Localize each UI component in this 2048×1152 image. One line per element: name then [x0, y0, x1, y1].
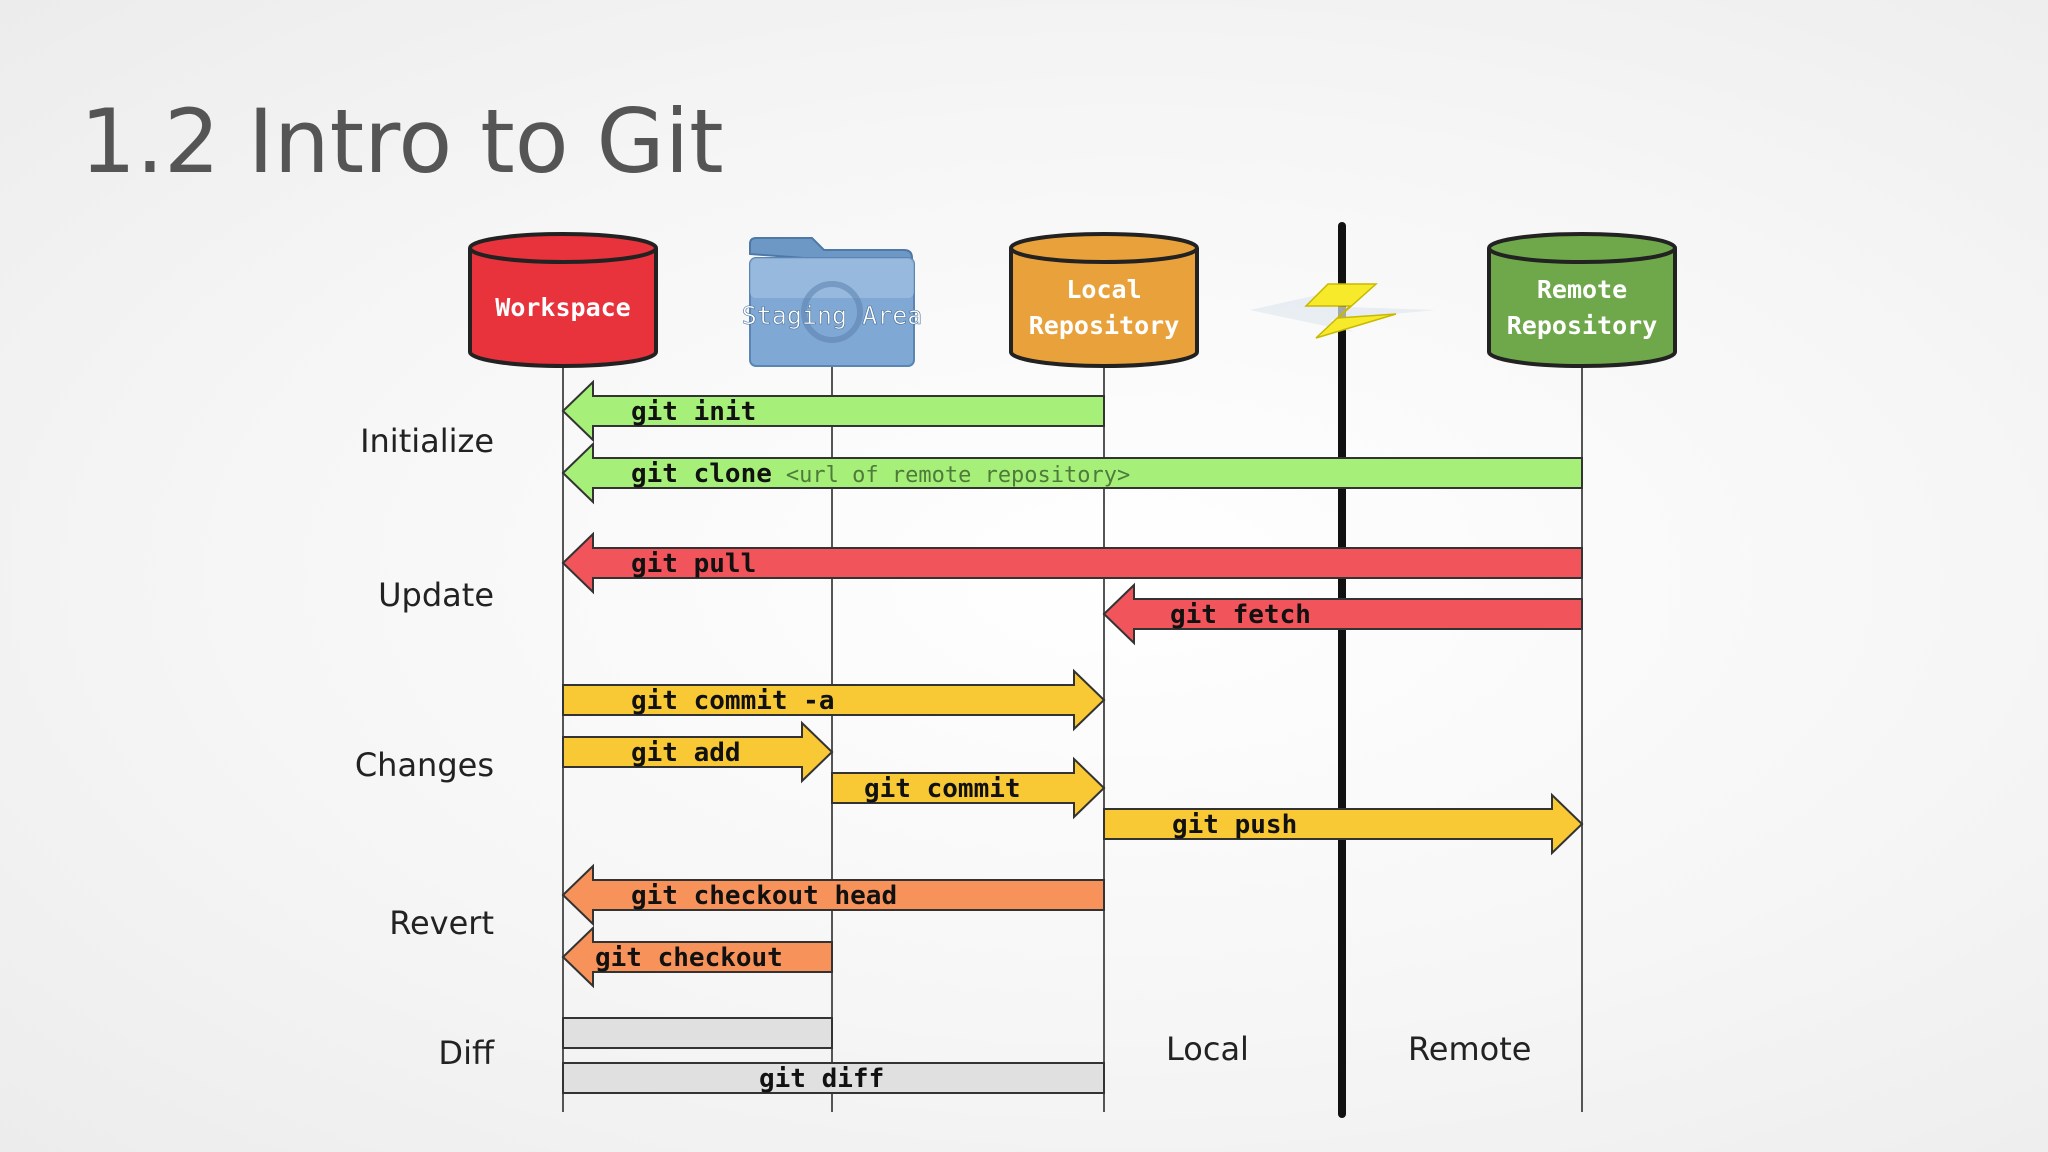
row-label-initialize: Initialize [360, 422, 494, 460]
slide-title: 1.2 Intro to Git [80, 90, 724, 193]
workspace-label-line-0: Workspace [495, 293, 630, 322]
workspace-cylinder: Workspace [468, 232, 658, 368]
arrow-git-clone: git clone<url of remote repository> [561, 441, 1583, 505]
folder-icon: Staging Area [741, 237, 923, 367]
arrow-git-diff: git diff [562, 1062, 1105, 1094]
arrow-git-fetch: git fetch [1102, 582, 1583, 646]
arrow-git-init: git init [561, 379, 1105, 443]
command-git-commit-a: git commit -a [631, 686, 835, 716]
zone-label-remote: Remote [1408, 1030, 1532, 1068]
command-git-pull: git pull [631, 549, 756, 579]
staging-label: Staging Area [742, 301, 923, 330]
command-arg-git-clone: <url of remote repository> [786, 463, 1130, 488]
command-git-push: git push [1172, 810, 1297, 840]
command-git-commit: git commit [864, 774, 1021, 804]
remote-label-line-0: Remote [1537, 275, 1627, 304]
row-label-revert: Revert [389, 904, 494, 942]
arrow-git-push: git push [1103, 792, 1584, 856]
lightning-icon [1250, 283, 1436, 339]
remote-label-line-1: Repository [1507, 311, 1658, 340]
local-label-line-1: Repository [1029, 311, 1180, 340]
command-git-checkout-head: git checkout head [631, 881, 897, 911]
row-label-changes: Changes [354, 746, 494, 784]
row-label-diff: Diff [438, 1034, 494, 1072]
command-git-clone: git clone<url of remote repository> [631, 459, 1130, 489]
local-label-line-0: Local [1066, 275, 1141, 304]
arrow-git-checkout-head: git checkout head [561, 863, 1105, 927]
arrow-git-pull: git pull [561, 531, 1583, 595]
arrow-git-commit: git commit [831, 756, 1106, 820]
command-git-fetch: git fetch [1170, 600, 1311, 630]
arrow-git-checkout: git checkout [561, 925, 833, 989]
arrow-git-add: git add [562, 720, 834, 784]
row-label-update: Update [378, 576, 494, 614]
arrow-git-commit-a: git commit -a [562, 668, 1106, 732]
arrow-git-diff-staged [562, 1017, 833, 1049]
command-git-add: git add [631, 738, 741, 768]
command-git-diff: git diff [759, 1064, 884, 1094]
zone-label-local: Local [1166, 1030, 1249, 1068]
command-git-init: git init [631, 397, 756, 427]
command-git-checkout: git checkout [595, 943, 783, 973]
